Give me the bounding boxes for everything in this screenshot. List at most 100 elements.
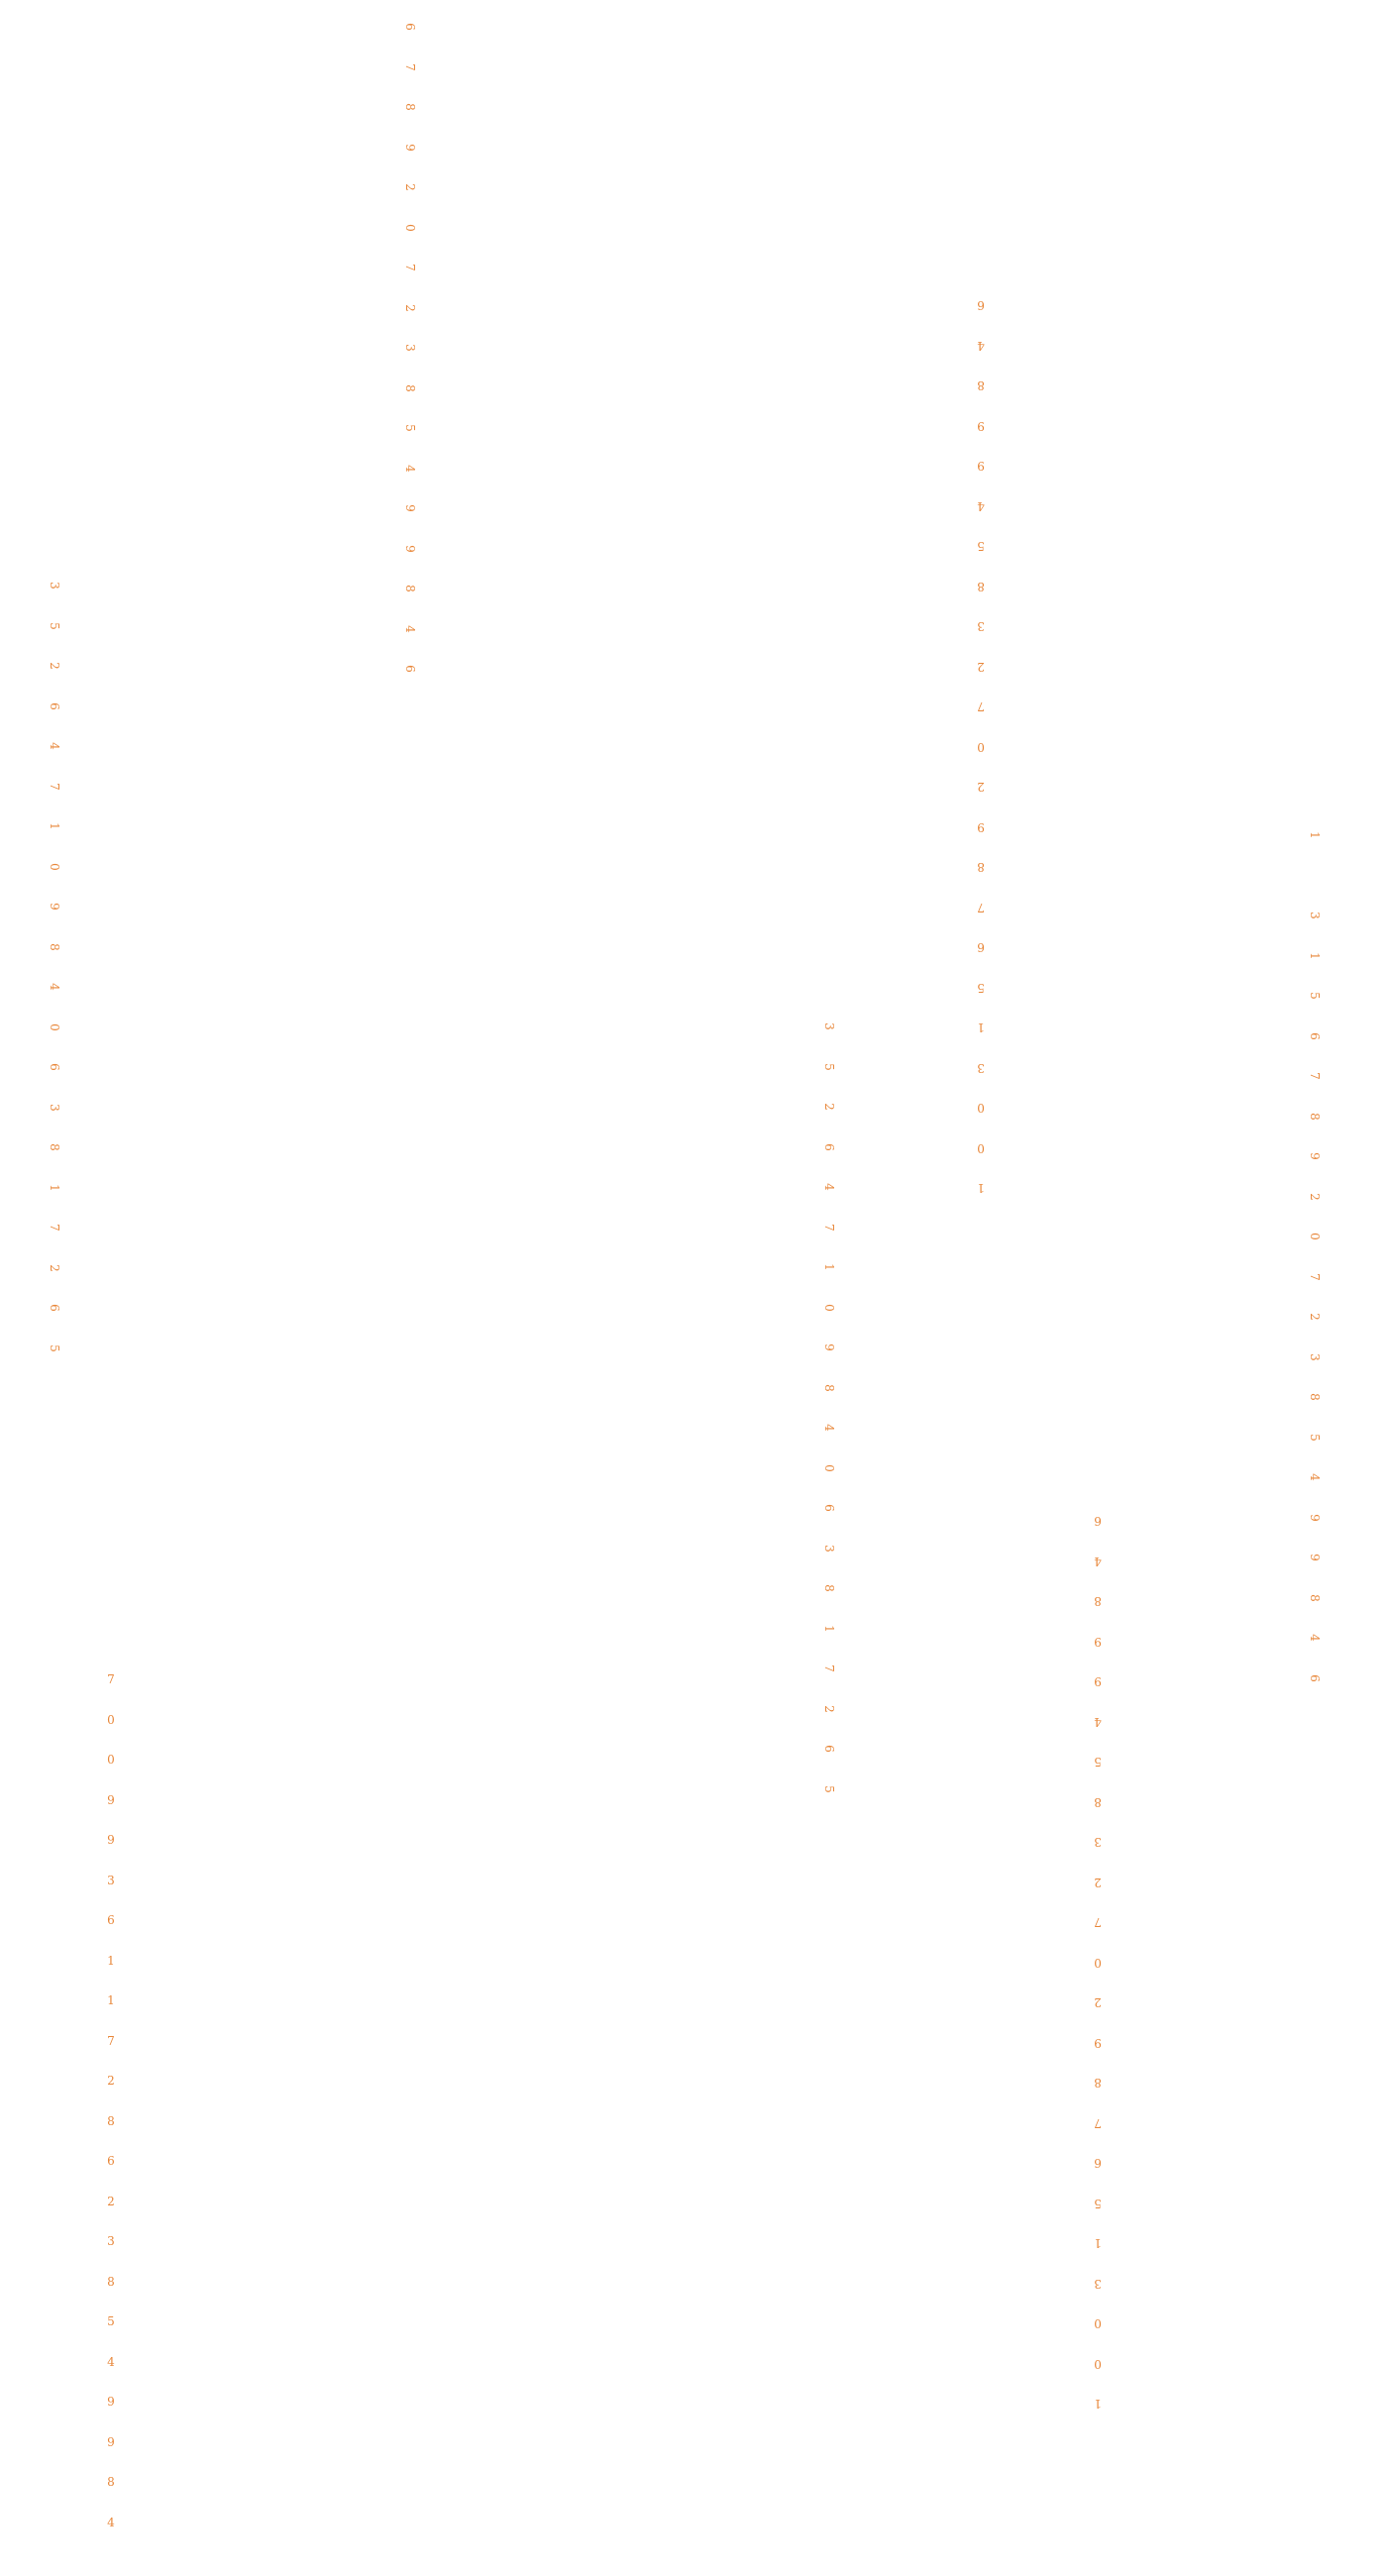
- digit-glyph: 9: [107, 2395, 115, 2409]
- digit-glyph: 4: [48, 983, 61, 991]
- digit-glyph: 1: [977, 1181, 985, 1195]
- digit-glyph: 8: [403, 383, 417, 392]
- digit-glyph: 1: [822, 1624, 836, 1633]
- digit-glyph: 8: [107, 2475, 115, 2489]
- digit-glyph: 2: [403, 183, 417, 191]
- digit-glyph: 2: [48, 662, 61, 670]
- digit-glyph: 0: [1094, 2316, 1102, 2330]
- digit-glyph: 6: [48, 1304, 61, 1312]
- digit-glyph: 9: [1094, 2035, 1102, 2050]
- digit-glyph: 8: [1308, 1393, 1322, 1401]
- digit-glyph: 8: [1094, 2076, 1102, 2090]
- digit-glyph: 5: [48, 1343, 61, 1352]
- digit-glyph: 4: [1094, 1554, 1102, 1568]
- digit-glyph: 4: [403, 464, 417, 473]
- digit-glyph: 2: [1094, 1875, 1102, 1889]
- digit-glyph: 9: [1094, 1634, 1102, 1649]
- digit-glyph: 7: [977, 699, 985, 713]
- digit-glyph: 2: [1308, 1313, 1322, 1321]
- digit-glyph: 7: [1094, 1915, 1102, 1929]
- digit-glyph: 1: [107, 1953, 115, 1968]
- digit-glyph: 6: [107, 1913, 115, 1927]
- digit-glyph: 5: [48, 621, 61, 630]
- digit-glyph: 2: [977, 780, 985, 794]
- digit-glyph: 1: [107, 1993, 115, 2007]
- digit-glyph: 7: [403, 264, 417, 271]
- digit-glyph: 8: [1094, 1794, 1102, 1809]
- digit-glyph: 6: [1308, 1673, 1322, 1682]
- digit-glyph: 2: [1094, 1995, 1102, 2009]
- digit-glyph: 3: [48, 582, 61, 590]
- digit-glyph: 6: [977, 298, 985, 312]
- digit-glyph: 5: [1308, 992, 1322, 1000]
- digit-glyph: 9: [403, 544, 417, 553]
- digit-glyph: 5: [1094, 1755, 1102, 1769]
- digit-glyph: 3: [48, 1103, 61, 1112]
- digit-glyph: 2: [107, 2194, 115, 2208]
- digit-glyph: 0: [977, 1140, 985, 1155]
- digit-glyph: 6: [822, 1142, 836, 1151]
- digit-glyph: 0: [822, 1303, 836, 1312]
- digit-glyph: 0: [48, 1022, 61, 1031]
- digit-glyph: 1: [48, 822, 61, 830]
- digit-glyph: 8: [977, 579, 985, 593]
- digit-glyph: 3: [822, 1544, 836, 1553]
- digit-glyph: 8: [1094, 1594, 1102, 1608]
- digit-glyph: 8: [1308, 1112, 1322, 1121]
- digit-glyph: 6: [977, 940, 985, 954]
- digit-glyph: 9: [822, 1343, 836, 1351]
- digit-glyph: 7: [822, 1664, 836, 1672]
- digit-glyph: 0: [1094, 2356, 1102, 2371]
- digit-glyph: 5: [977, 539, 985, 553]
- digit-glyph: 6: [1094, 2156, 1102, 2170]
- digit-glyph: 8: [822, 1584, 836, 1592]
- digit-glyph: 8: [1308, 1593, 1322, 1602]
- digit-glyph: 5: [107, 2314, 115, 2328]
- digit-glyph: 4: [977, 338, 985, 353]
- digit-glyph: 9: [1308, 1513, 1322, 1522]
- digit-glyph: 7: [107, 1672, 115, 1686]
- digit-glyph: 0: [977, 1101, 985, 1115]
- digit-glyph: 2: [1308, 1192, 1322, 1201]
- digit-glyph: 6: [822, 1745, 836, 1753]
- digit-glyph: 1: [822, 1263, 836, 1271]
- digit-glyph: 9: [403, 504, 417, 512]
- digit-glyph: 8: [822, 1383, 836, 1392]
- digit-glyph: 0: [107, 1712, 115, 1727]
- digit-glyph: 8: [403, 103, 417, 111]
- digit-glyph: 5: [1094, 2196, 1102, 2210]
- digit-glyph: 4: [403, 624, 417, 633]
- digit-glyph: 8: [107, 2274, 115, 2289]
- digit-glyph: 5: [1308, 1433, 1322, 1442]
- digit-glyph: 9: [107, 1833, 115, 1847]
- digit-glyph: 3: [977, 619, 985, 633]
- digit-glyph: 8: [403, 585, 417, 592]
- digit-glyph: 7: [977, 900, 985, 914]
- digit-glyph: 9: [977, 418, 985, 433]
- digit-glyph: 2: [48, 1263, 61, 1272]
- digit-glyph: 6: [107, 2154, 115, 2168]
- digit-glyph: 8: [48, 1143, 61, 1151]
- digit-glyph: 3: [107, 2234, 115, 2248]
- digit-glyph: 7: [1094, 2115, 1102, 2130]
- digit-glyph: 1: [1094, 2236, 1102, 2250]
- digit-glyph: 3: [403, 344, 417, 352]
- digit-glyph: 8: [977, 860, 985, 874]
- digit-glyph: 1: [1094, 2397, 1102, 2411]
- digit-glyph: 6: [48, 1063, 61, 1071]
- digit-glyph: 9: [403, 143, 417, 152]
- digit-glyph: 6: [822, 1504, 836, 1512]
- digit-glyph: 9: [1308, 1554, 1322, 1561]
- digit-glyph: 9: [1094, 1674, 1102, 1688]
- digit-glyph: [1300, 861, 1330, 891]
- digit-glyph: 3: [822, 1022, 836, 1030]
- digit-glyph: 0: [822, 1463, 836, 1472]
- digit-glyph: 0: [1094, 1955, 1102, 1970]
- digit-glyph: 5: [403, 424, 417, 432]
